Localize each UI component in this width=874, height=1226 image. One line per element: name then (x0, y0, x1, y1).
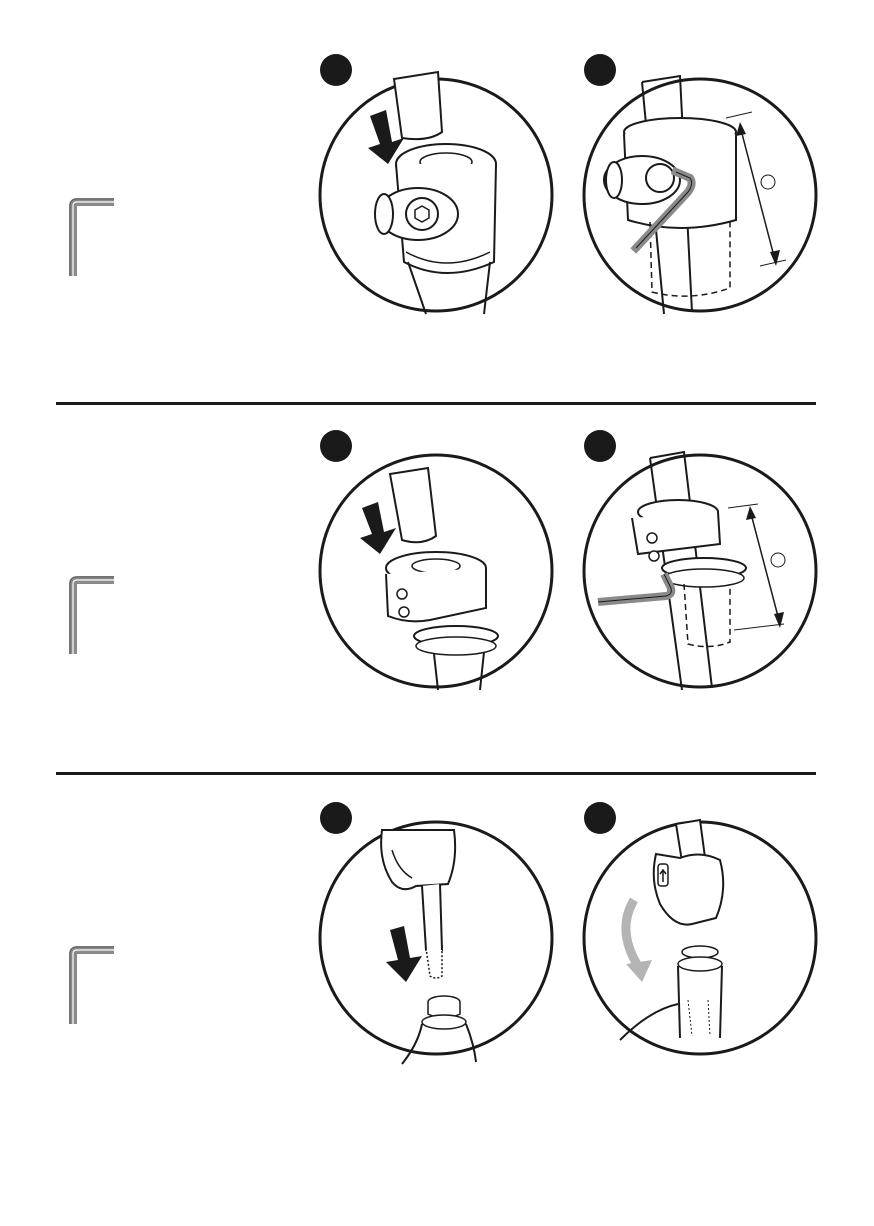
step-number-dot (584, 802, 616, 834)
step-number-dot (320, 54, 352, 86)
section-1 (0, 0, 874, 400)
illustration-panel-3a (318, 800, 558, 1070)
allen-key-icon (68, 576, 116, 656)
illustration-panel-2b (580, 428, 820, 698)
step-number-dot (320, 430, 352, 462)
allen-key-icon (68, 946, 116, 1026)
illustration-panel-1a (318, 52, 558, 322)
illustration-panel-2a (318, 428, 558, 698)
section-divider (56, 772, 816, 775)
allen-key-icon (68, 198, 116, 278)
section-divider (56, 402, 816, 405)
step-number-dot (320, 802, 352, 834)
step-number-dot (584, 430, 616, 462)
section-3 (0, 776, 874, 1216)
step-number-dot (584, 54, 616, 86)
illustration-panel-3b (580, 800, 820, 1070)
section-2 (0, 406, 874, 772)
illustration-panel-1b (580, 52, 820, 322)
